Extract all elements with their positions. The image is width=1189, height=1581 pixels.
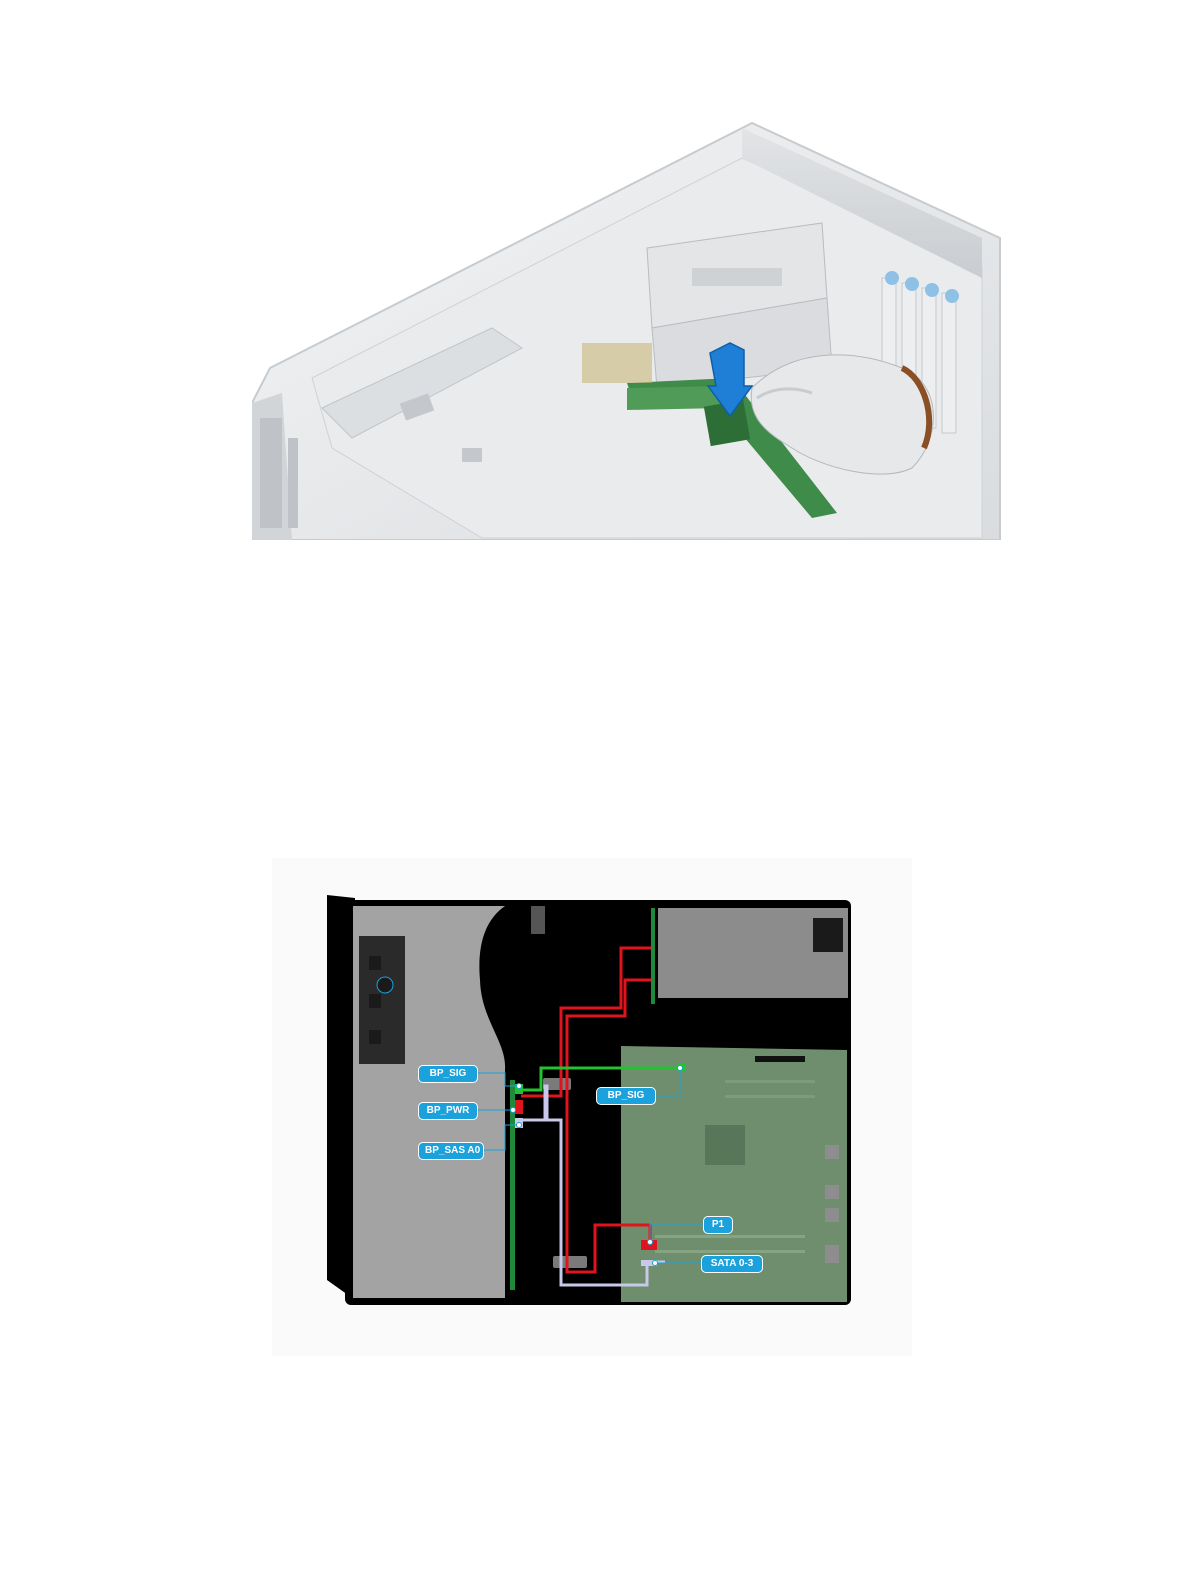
callout-bp-sas-a0: BP_SAS A0 [418, 1142, 484, 1160]
front-control-panel [359, 936, 405, 1064]
power-supply-unit [651, 908, 848, 1004]
chassis-installation-illustration [252, 118, 1002, 540]
cable-clip-lower [553, 1256, 587, 1268]
bp-pwr-connector [515, 1100, 523, 1114]
callout-bp-sig-backplane: BP_SIG [418, 1065, 478, 1083]
callout-p1: P1 [703, 1216, 733, 1234]
callout-bp-pwr: BP_PWR [418, 1102, 478, 1120]
chassis-top-latch [531, 906, 545, 934]
callout-sata-0-3: SATA 0-3 [701, 1255, 763, 1273]
callout-bp-sig-motherboard: BP_SIG [596, 1087, 656, 1105]
cable-routing-diagram [325, 890, 855, 1310]
